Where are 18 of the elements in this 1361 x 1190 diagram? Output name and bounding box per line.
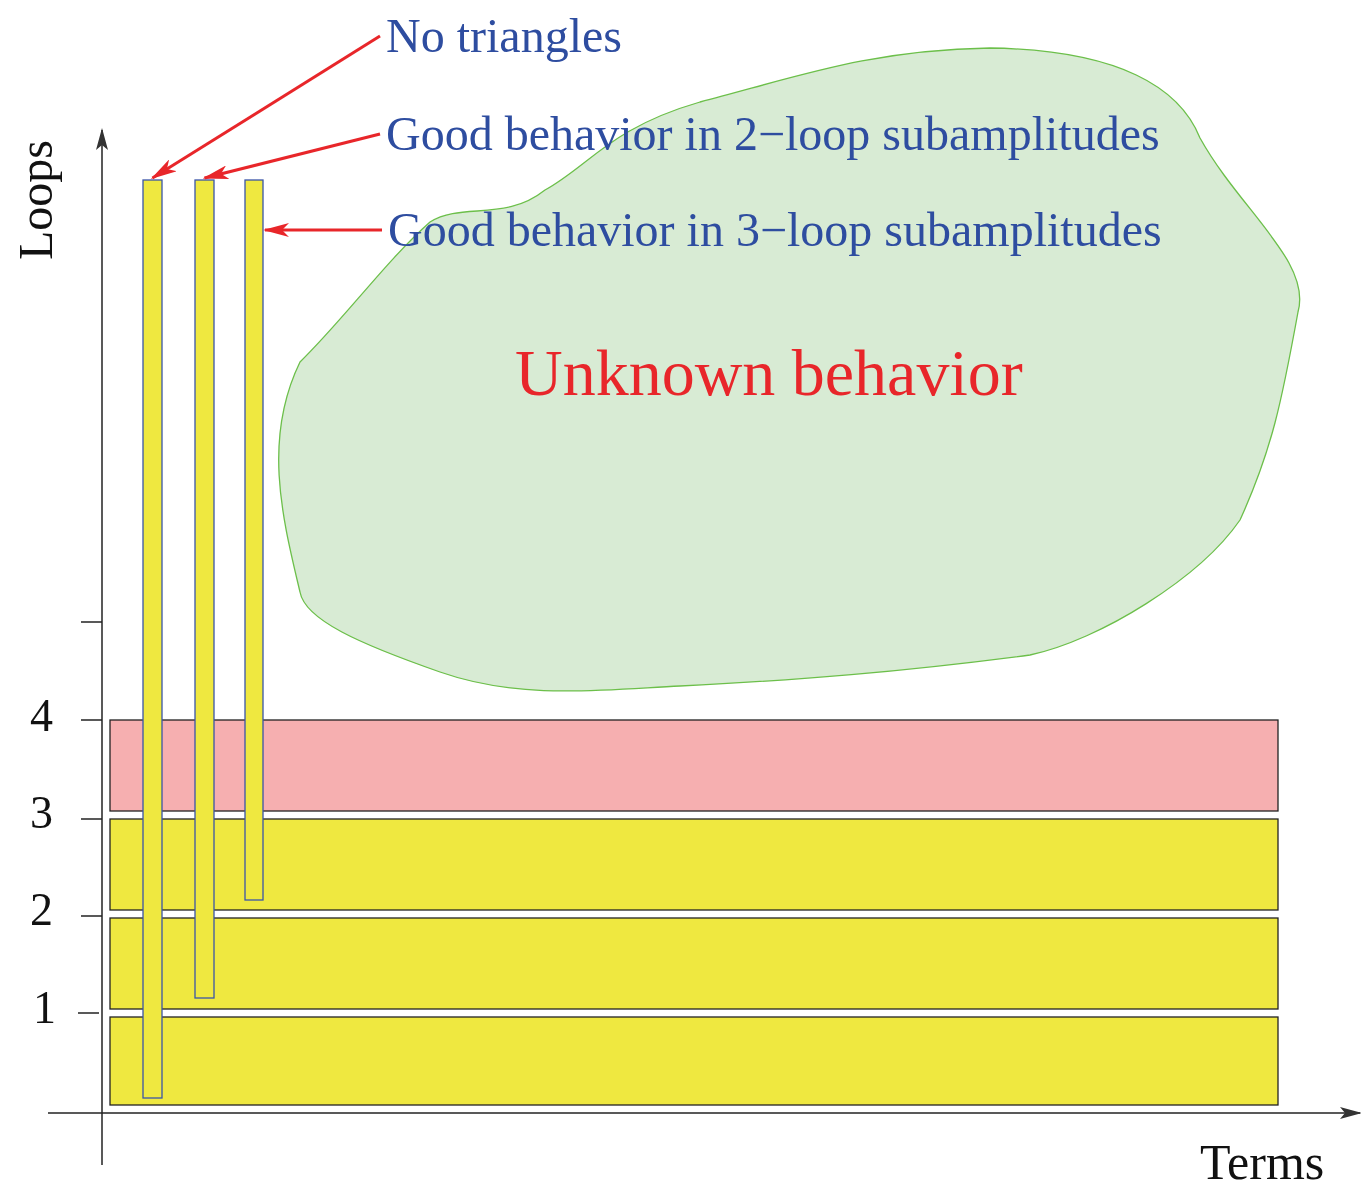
tick-label: 2: [30, 887, 53, 933]
horizontal-band: [109, 719, 1279, 812]
vertical-bar: [194, 179, 215, 999]
annotation-text: No triangles: [386, 12, 622, 60]
region-label: Unknown behavior: [515, 340, 1023, 406]
horizontal-band: [109, 818, 1279, 911]
tick-label: 3: [30, 790, 53, 836]
vertical-bar: [142, 179, 163, 1099]
tick-label: 1: [33, 985, 56, 1031]
axis-title: Loops: [12, 140, 60, 260]
tick-label: 4: [30, 693, 53, 739]
arrow: [150, 34, 381, 180]
arrow: [263, 223, 382, 237]
arrow: [202, 132, 381, 180]
vertical-bar: [244, 179, 264, 901]
horizontal-band: [109, 1016, 1279, 1106]
horizontal-band: [109, 917, 1279, 1010]
axis-title: Terms: [1200, 1137, 1325, 1187]
